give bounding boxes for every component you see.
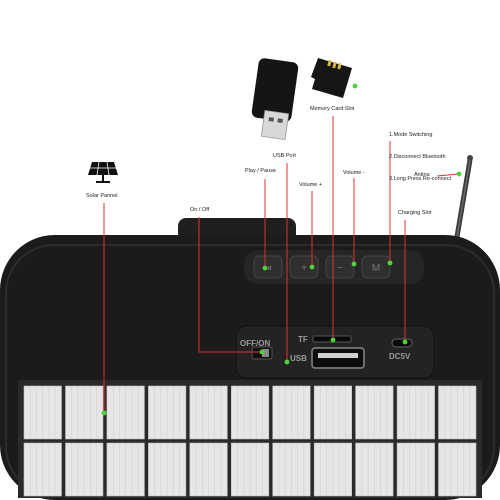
marker-memory-card-top (352, 83, 358, 89)
usb-drive-illustration (251, 58, 299, 140)
label-mode-switching: 1.Mode Switching (389, 131, 433, 138)
tf-marking: TF (298, 335, 308, 344)
solar-cell-grid (23, 385, 477, 497)
off-on-marking: OFF/ON (240, 339, 270, 348)
charging-port (391, 338, 413, 348)
marker-volume-down (351, 261, 357, 267)
label-long-press: 3.Long Press Re-connect (389, 176, 452, 183)
marker-volume-up (309, 264, 315, 270)
power-switch-knob (262, 349, 269, 357)
volume-up-button[interactable]: + (289, 255, 319, 279)
marker-play-pause (262, 265, 268, 271)
label-button-functions: 1.Mode Switching 2.Disconnect Bluetooth … (389, 117, 451, 191)
marker-charging (402, 339, 408, 345)
usb-port-tongue (318, 353, 358, 358)
marker-memory-card (330, 337, 336, 343)
marker-on-off (259, 349, 265, 355)
label-volume-down: Volume - (343, 170, 365, 176)
dc5v-marking: DC5V (389, 352, 411, 361)
volume-down-button[interactable]: − (325, 255, 355, 279)
mode-button[interactable]: M (361, 255, 391, 279)
svg-text:+: + (301, 263, 307, 274)
label-on-off: On / Off (190, 207, 210, 213)
label-solar-panel: Solar Pannel (86, 193, 118, 199)
marker-dots (101, 83, 462, 416)
leader-lines (103, 116, 460, 413)
label-disconnect-bluetooth: 2.Disconnect Bluetooth (389, 154, 446, 161)
solar-panel (18, 380, 482, 498)
marker-solar-panel (101, 410, 107, 416)
solar-panel-icon (88, 161, 118, 183)
svg-text:⏯: ⏯ (264, 263, 272, 274)
marker-mode (387, 260, 393, 266)
label-volume-up: Volume + (299, 182, 323, 188)
svg-text:−: − (337, 263, 343, 274)
label-charging-slot: Charging Slot (398, 210, 432, 216)
label-antenna: Antina (414, 172, 430, 178)
leader-antenna (436, 173, 460, 177)
label-memory-card-slot: Memory Card Slot (310, 106, 355, 112)
marker-usb-port (284, 359, 290, 365)
play-pause-button[interactable]: ⏯ (253, 255, 283, 279)
memory-card-illustration (311, 58, 352, 98)
leader-on-off (198, 217, 262, 353)
marker-antenna (456, 171, 462, 177)
usb-marking: USB (290, 354, 307, 363)
svg-text:M: M (372, 263, 380, 274)
label-play-pause: Play / Pause (245, 168, 276, 174)
label-usb-port: USB Port (273, 153, 296, 159)
